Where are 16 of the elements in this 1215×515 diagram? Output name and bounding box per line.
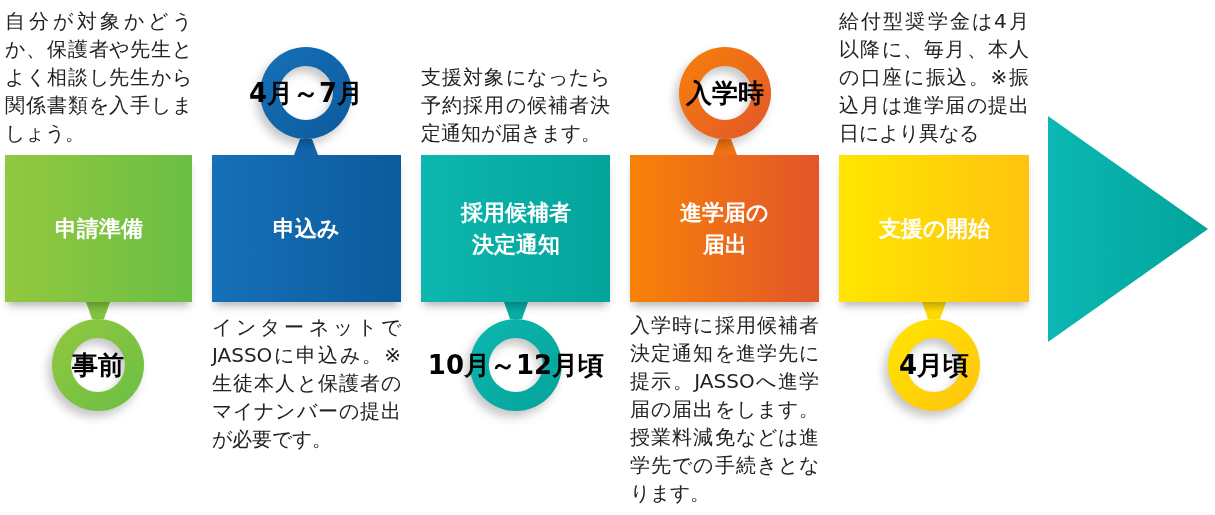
step-box: 採用候補者決定通知 [421,155,610,302]
step-box: 進学届の届出 [630,155,819,302]
description-text: 支援対象になったら予約採用の候補者決定通知が届きます。 [421,64,610,147]
date-label: 事前 [72,350,124,380]
description-text: 自分が対象かどうか、保護者や先生とよく相談し先生から関係書類を入手しましょう。 [5,8,192,147]
connector [922,302,946,319]
description-text: インターネットでJASSOに申込み。※生徒本人と保護者のマイナンバーの提出が必要です。 [212,314,401,453]
connector [504,302,528,319]
description-text: 入学時に採用候補者決定通知を進学先に提示。JASSOへ進学届の届出をします。授業料減免などは進学先での手続きとなります。 [630,312,819,507]
step-box: 申請準備 [5,155,192,302]
connector [294,139,318,155]
step-box: 申込み [212,155,401,302]
connector [86,302,110,319]
description-text: 給付型奨学金は4月以降に、毎月、本人の口座に振込。※振込月は進学届の提出日により異なる [839,8,1029,147]
step-box: 支援の開始 [839,155,1029,302]
connector [713,139,737,155]
